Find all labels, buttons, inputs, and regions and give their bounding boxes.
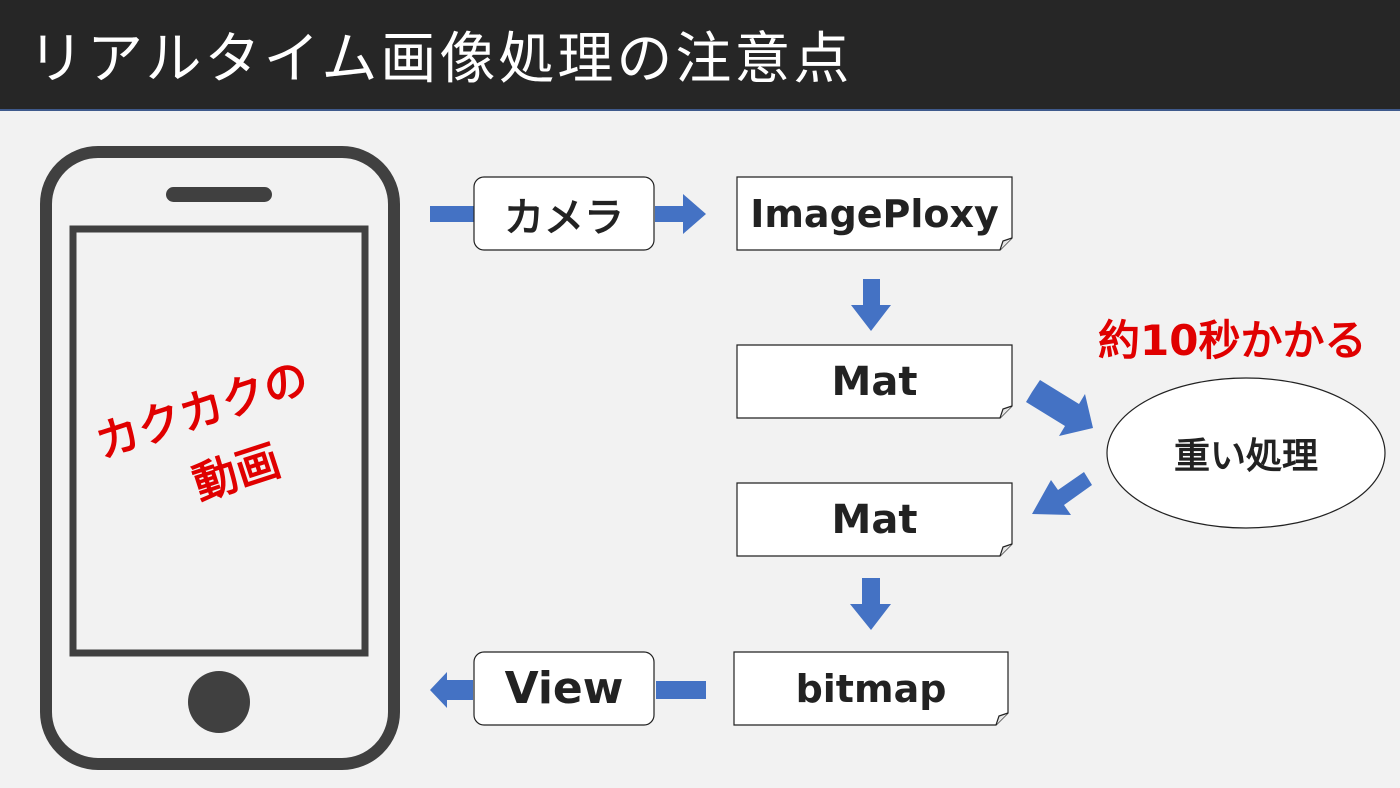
imageproxy-label: ImagePloxy bbox=[750, 191, 999, 236]
flow-arrows bbox=[430, 194, 1093, 708]
camera-label: カメラ bbox=[504, 194, 624, 241]
view-label: View bbox=[504, 663, 624, 714]
mat-input-node bbox=[736, 344, 1013, 419]
imageproxy-node bbox=[736, 176, 1013, 251]
arrow-heavy-to-mat bbox=[1032, 472, 1092, 515]
mat-output-label: Mat bbox=[831, 496, 918, 543]
mat-output-node bbox=[736, 482, 1013, 557]
phone-screen bbox=[69, 225, 369, 657]
bitmap-label: bitmap bbox=[795, 666, 947, 711]
arrow-out-of-view bbox=[430, 672, 473, 708]
phone-home-button bbox=[188, 671, 250, 733]
arrow-into-camera bbox=[430, 198, 480, 230]
page-title: リアルタイム画像処理の注意点 bbox=[28, 27, 853, 92]
arrow-mat-to-bitmap bbox=[850, 578, 891, 630]
heavy-process-node bbox=[1106, 377, 1386, 529]
duration-note: 約10秒かかる bbox=[1098, 316, 1367, 365]
phone-speaker bbox=[166, 187, 272, 202]
arrow-camera-to-imageproxy bbox=[655, 194, 706, 234]
heavy-process-label: 重い処理 bbox=[1173, 436, 1318, 477]
view-node bbox=[473, 651, 655, 726]
phone-body bbox=[40, 146, 400, 770]
title-bar: リアルタイム画像処理の注意点 bbox=[0, 0, 1400, 111]
smartphone-icon bbox=[40, 146, 400, 770]
bitmap-node bbox=[733, 651, 1009, 726]
camera-node bbox=[473, 176, 655, 251]
arrow-mat-to-heavy bbox=[1026, 380, 1093, 436]
mat-input-label: Mat bbox=[831, 358, 918, 405]
arrow-imageproxy-to-mat bbox=[851, 279, 891, 331]
arrow-bitmap-to-view-shaft bbox=[656, 681, 706, 699]
